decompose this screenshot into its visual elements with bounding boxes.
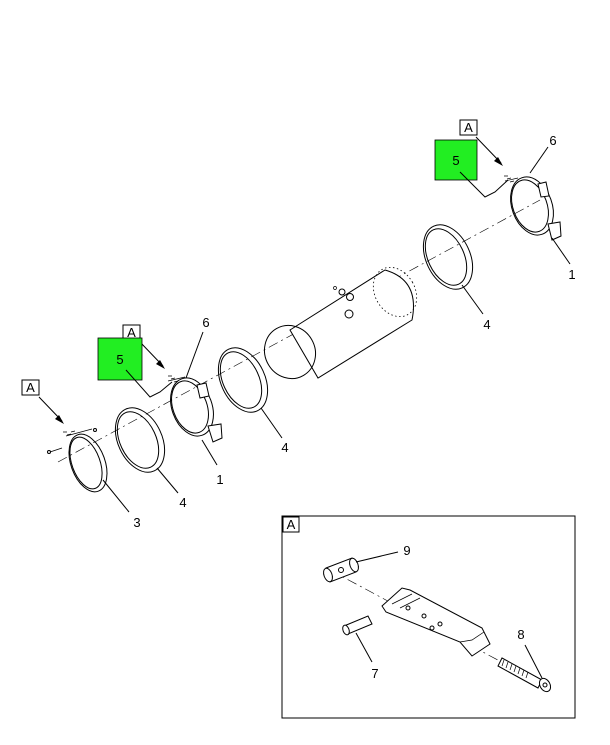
callout-7-label: 7 [371,666,378,681]
view-ref-mid-label: A [127,325,136,340]
fuel-tank [263,266,418,380]
insulator-ring-mid [217,347,269,413]
view-ref-right-label: A [464,120,473,135]
callout-8: 8 [517,627,543,679]
callout-3: 3 [102,479,141,530]
view-ref-mid: A [122,324,165,369]
insulator-ring-left [114,407,166,473]
callout-4-left: 4 [156,467,187,510]
highlight-tag-right-label: 5 [452,153,459,168]
callout-8-label: 8 [517,627,524,642]
callout-6-right-label: 6 [549,133,556,148]
callout-4-mid: 4 [260,407,289,455]
insulator-ring-right [422,224,474,290]
callout-6-left-label: 6 [202,315,209,330]
callout-4-mid-label: 4 [281,440,288,455]
highlight-tag-left-label: 5 [116,352,123,367]
threaded-bolt [497,657,552,693]
mounting-bracket [381,587,491,657]
strap-left-end [47,428,108,493]
view-ref-left: A [21,379,64,424]
callout-1-right-label: 1 [568,267,575,282]
detail-view-a-label: A [287,517,296,532]
highlight-tag-right: 5 [434,139,509,198]
callout-7: 7 [355,632,379,681]
view-ref-left-label: A [26,380,35,395]
callout-4-right-label: 4 [483,317,490,332]
callout-1-left-label: 1 [216,472,223,487]
detail-view-a: A 9 7 [281,515,576,719]
callout-3-label: 3 [133,515,140,530]
spring-pin [342,615,373,636]
callout-6-left: 6 [185,315,210,379]
callout-1-right: 1 [551,237,576,282]
callout-9-label: 9 [403,543,410,558]
callout-9: 9 [355,543,411,563]
view-ref-right: A [459,119,503,166]
band-clamp-right [504,175,562,241]
callout-4-right: 4 [461,284,491,332]
highlight-tag-left: 5 [97,337,173,398]
callout-1-left: 1 [201,439,224,487]
barrel-nut [323,557,359,583]
callout-6-right: 6 [529,133,557,174]
callout-4-left-label: 4 [179,495,186,510]
band-clamp-left [167,375,223,443]
